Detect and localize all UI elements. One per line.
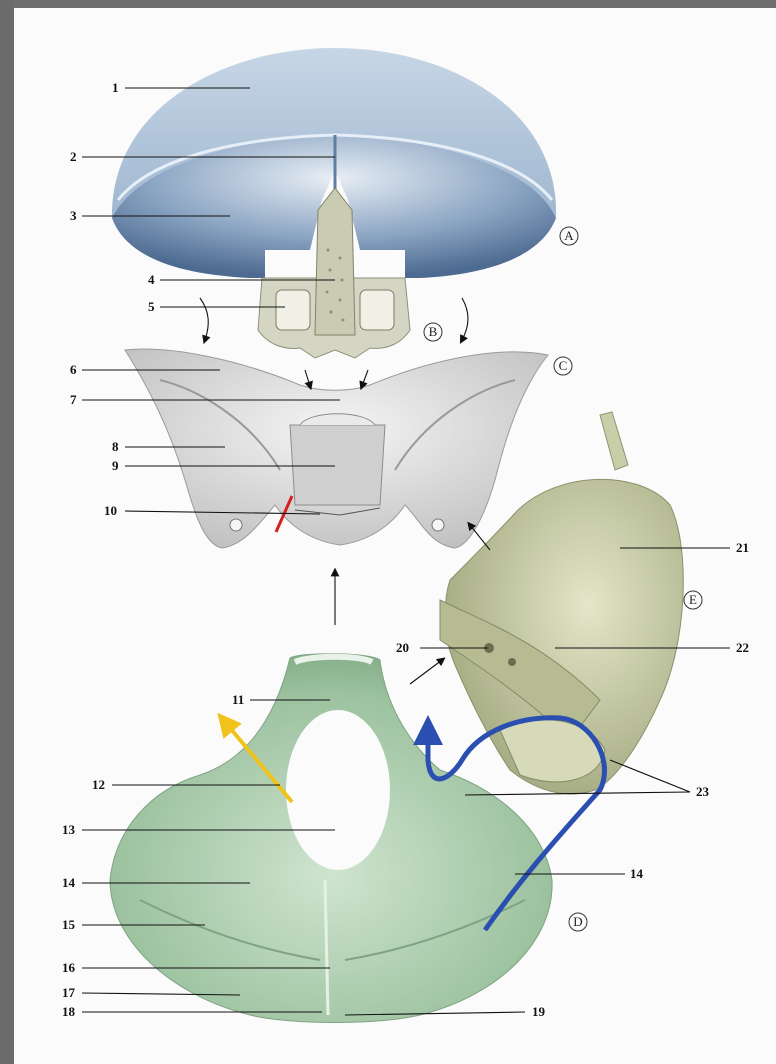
label-19: 19 xyxy=(532,1004,546,1019)
label-16: 16 xyxy=(62,960,76,975)
svg-text:E: E xyxy=(689,592,697,607)
label-5: 5 xyxy=(148,299,155,314)
label-20: 20 xyxy=(396,640,409,655)
label-14-right: 14 xyxy=(630,866,644,881)
label-10: 10 xyxy=(104,503,117,518)
label-17: 17 xyxy=(62,985,76,1000)
svg-text:B: B xyxy=(429,324,438,339)
label-8: 8 xyxy=(112,439,119,454)
label-21: 21 xyxy=(736,540,749,555)
label-18: 18 xyxy=(62,1004,76,1019)
label-22: 22 xyxy=(736,640,749,655)
label-23: 23 xyxy=(696,784,710,799)
label-11: 11 xyxy=(232,692,244,707)
label-13: 13 xyxy=(62,822,76,837)
label-7: 7 xyxy=(70,392,77,407)
label-1: 1 xyxy=(112,80,119,95)
label-9: 9 xyxy=(112,458,119,473)
page-shadow xyxy=(0,0,14,1064)
label-15: 15 xyxy=(62,917,76,932)
svg-text:C: C xyxy=(559,358,568,373)
label-14-left: 14 xyxy=(62,875,76,890)
label-12: 12 xyxy=(92,777,105,792)
svg-text:D: D xyxy=(573,914,582,929)
svg-text:A: A xyxy=(564,228,574,243)
label-3: 3 xyxy=(70,208,77,223)
label-4: 4 xyxy=(148,272,155,287)
label-2: 2 xyxy=(70,149,77,164)
label-6: 6 xyxy=(70,362,77,377)
